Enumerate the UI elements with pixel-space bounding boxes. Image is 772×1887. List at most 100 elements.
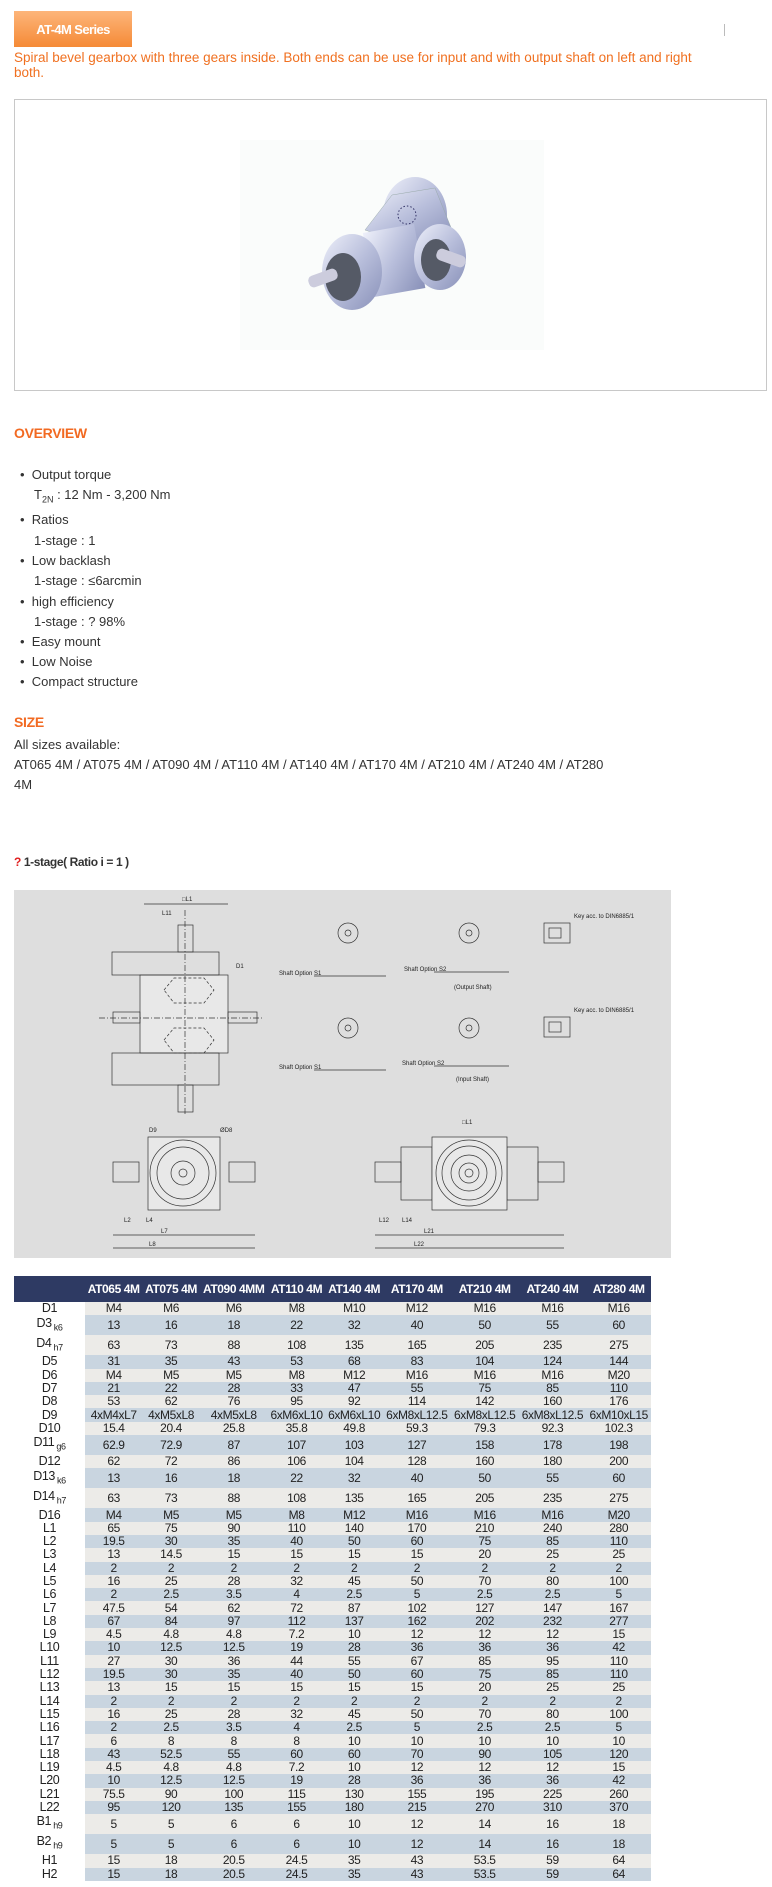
row-label: L15 xyxy=(14,1707,85,1722)
table-cell: 15 xyxy=(142,1681,200,1695)
table-cell: 36 xyxy=(382,1774,451,1788)
table-cell: 4.8 xyxy=(142,1628,200,1642)
table-cell: 36 xyxy=(518,1641,587,1655)
dim-l22: L22 xyxy=(414,1242,425,1248)
label-shaft-s2: Shaft Option S2 xyxy=(404,967,447,973)
table-cell: 15 xyxy=(325,1681,383,1695)
table-cell: 54 xyxy=(142,1601,200,1615)
table-cell: 4xM5xL8 xyxy=(199,1408,268,1422)
table-cell: 6xM8xL12.5 xyxy=(450,1408,519,1422)
table-cell: 142 xyxy=(450,1395,519,1409)
row-label: L20 xyxy=(14,1774,85,1788)
table-cell: 36 xyxy=(518,1774,587,1788)
table-cell: 6xM6xL10 xyxy=(325,1408,383,1422)
table-cell: 15 xyxy=(85,1867,143,1881)
front-view-left: D9 ØD8 L2 L4 L7 L8 xyxy=(112,1128,256,1249)
row-label: L7 xyxy=(14,1601,85,1615)
table-cell: 2 xyxy=(267,1561,326,1575)
table-cell: 102.3 xyxy=(586,1421,651,1436)
table-cell: 115 xyxy=(267,1787,326,1801)
efficiency-detail: 1-stage : ? 98% xyxy=(34,614,126,629)
table-cell: 68 xyxy=(325,1355,383,1369)
table-cell: 50 xyxy=(382,1574,451,1589)
table-cell: 6xM8xL12.5 xyxy=(518,1408,587,1422)
shaft-options: Shaft Option S1 Shaft Option S1 Shaft Op… xyxy=(279,922,509,1083)
table-cell: 50 xyxy=(382,1707,451,1722)
size-list: AT065 4M / AT075 4M / AT090 4M / AT110 4… xyxy=(14,757,604,772)
torque-subscript: 2N xyxy=(41,494,54,505)
table-cell: 40 xyxy=(382,1468,451,1489)
table-cell: 47 xyxy=(325,1381,383,1396)
table-cell: 4xM5xL8 xyxy=(142,1408,200,1422)
table-cell: 155 xyxy=(267,1800,326,1815)
table-cell: 6 xyxy=(267,1834,326,1855)
table-cell: 2 xyxy=(325,1694,383,1708)
table-cell: 53.5 xyxy=(450,1867,519,1881)
table-cell: M5 xyxy=(142,1368,200,1382)
table-cell: 21 xyxy=(85,1381,143,1396)
table-cell: 20.4 xyxy=(142,1421,200,1436)
table-cell: 137 xyxy=(325,1614,383,1629)
table-cell: 15 xyxy=(586,1761,651,1775)
key-views: Key acc. to DIN6885/1 Key acc. to DIN688… xyxy=(543,914,635,1038)
row-label: L13 xyxy=(14,1681,85,1695)
row-label: L11 xyxy=(14,1654,85,1668)
table-cell: 30 xyxy=(142,1654,200,1668)
table-cell: 22 xyxy=(142,1381,200,1396)
table-cell: 18 xyxy=(586,1834,651,1855)
item-label: Compact structure xyxy=(31,674,138,689)
table-cell: 53.5 xyxy=(450,1854,519,1868)
table-cell: 102 xyxy=(382,1601,451,1615)
table-cell: 49.8 xyxy=(325,1421,383,1436)
table-cell: 28 xyxy=(199,1707,268,1722)
table-cell: 19 xyxy=(267,1774,326,1788)
table-cell: 50 xyxy=(325,1667,383,1682)
table-cell: 18 xyxy=(586,1814,651,1835)
table-cell: 28 xyxy=(199,1381,268,1396)
table-cell: 15 xyxy=(382,1548,451,1562)
table-cell: 15 xyxy=(267,1681,326,1695)
table-cell: 79.3 xyxy=(450,1421,519,1436)
table-cell: 215 xyxy=(382,1800,451,1815)
table-cell: 32 xyxy=(325,1468,383,1489)
table-cell: M12 xyxy=(325,1368,383,1382)
table-cell: 205 xyxy=(450,1335,519,1356)
table-cell: 36 xyxy=(199,1654,268,1668)
table-cell: 10 xyxy=(325,1814,383,1835)
table-cell: 2.5 xyxy=(142,1588,200,1602)
table-cell: 55 xyxy=(518,1468,587,1489)
table-cell: 4 xyxy=(267,1721,326,1735)
table-cell: 2.5 xyxy=(450,1721,519,1735)
table-cell: 35.8 xyxy=(267,1421,326,1436)
table-cell: 235 xyxy=(518,1488,587,1509)
table-cell: M6 xyxy=(142,1301,200,1316)
size-list-cont: 4M xyxy=(14,777,33,792)
item-label: Ratios xyxy=(31,512,69,527)
row-label: L1 xyxy=(14,1521,85,1535)
table-cell: M20 xyxy=(586,1368,651,1382)
table-cell: 40 xyxy=(267,1534,326,1549)
dim-l21: L21 xyxy=(424,1229,435,1235)
table-cell: 2 xyxy=(586,1694,651,1708)
table-cell: 13 xyxy=(85,1468,143,1489)
product-description: Spiral bevel gearbox with three gears in… xyxy=(14,50,692,80)
table-cell: 32 xyxy=(267,1707,326,1722)
table-cell: 4.5 xyxy=(85,1628,143,1642)
table-cell: 120 xyxy=(586,1747,651,1762)
table-cell: 55 xyxy=(199,1747,268,1762)
table-cell: 144 xyxy=(586,1355,651,1369)
table-cell: 50 xyxy=(450,1315,519,1336)
